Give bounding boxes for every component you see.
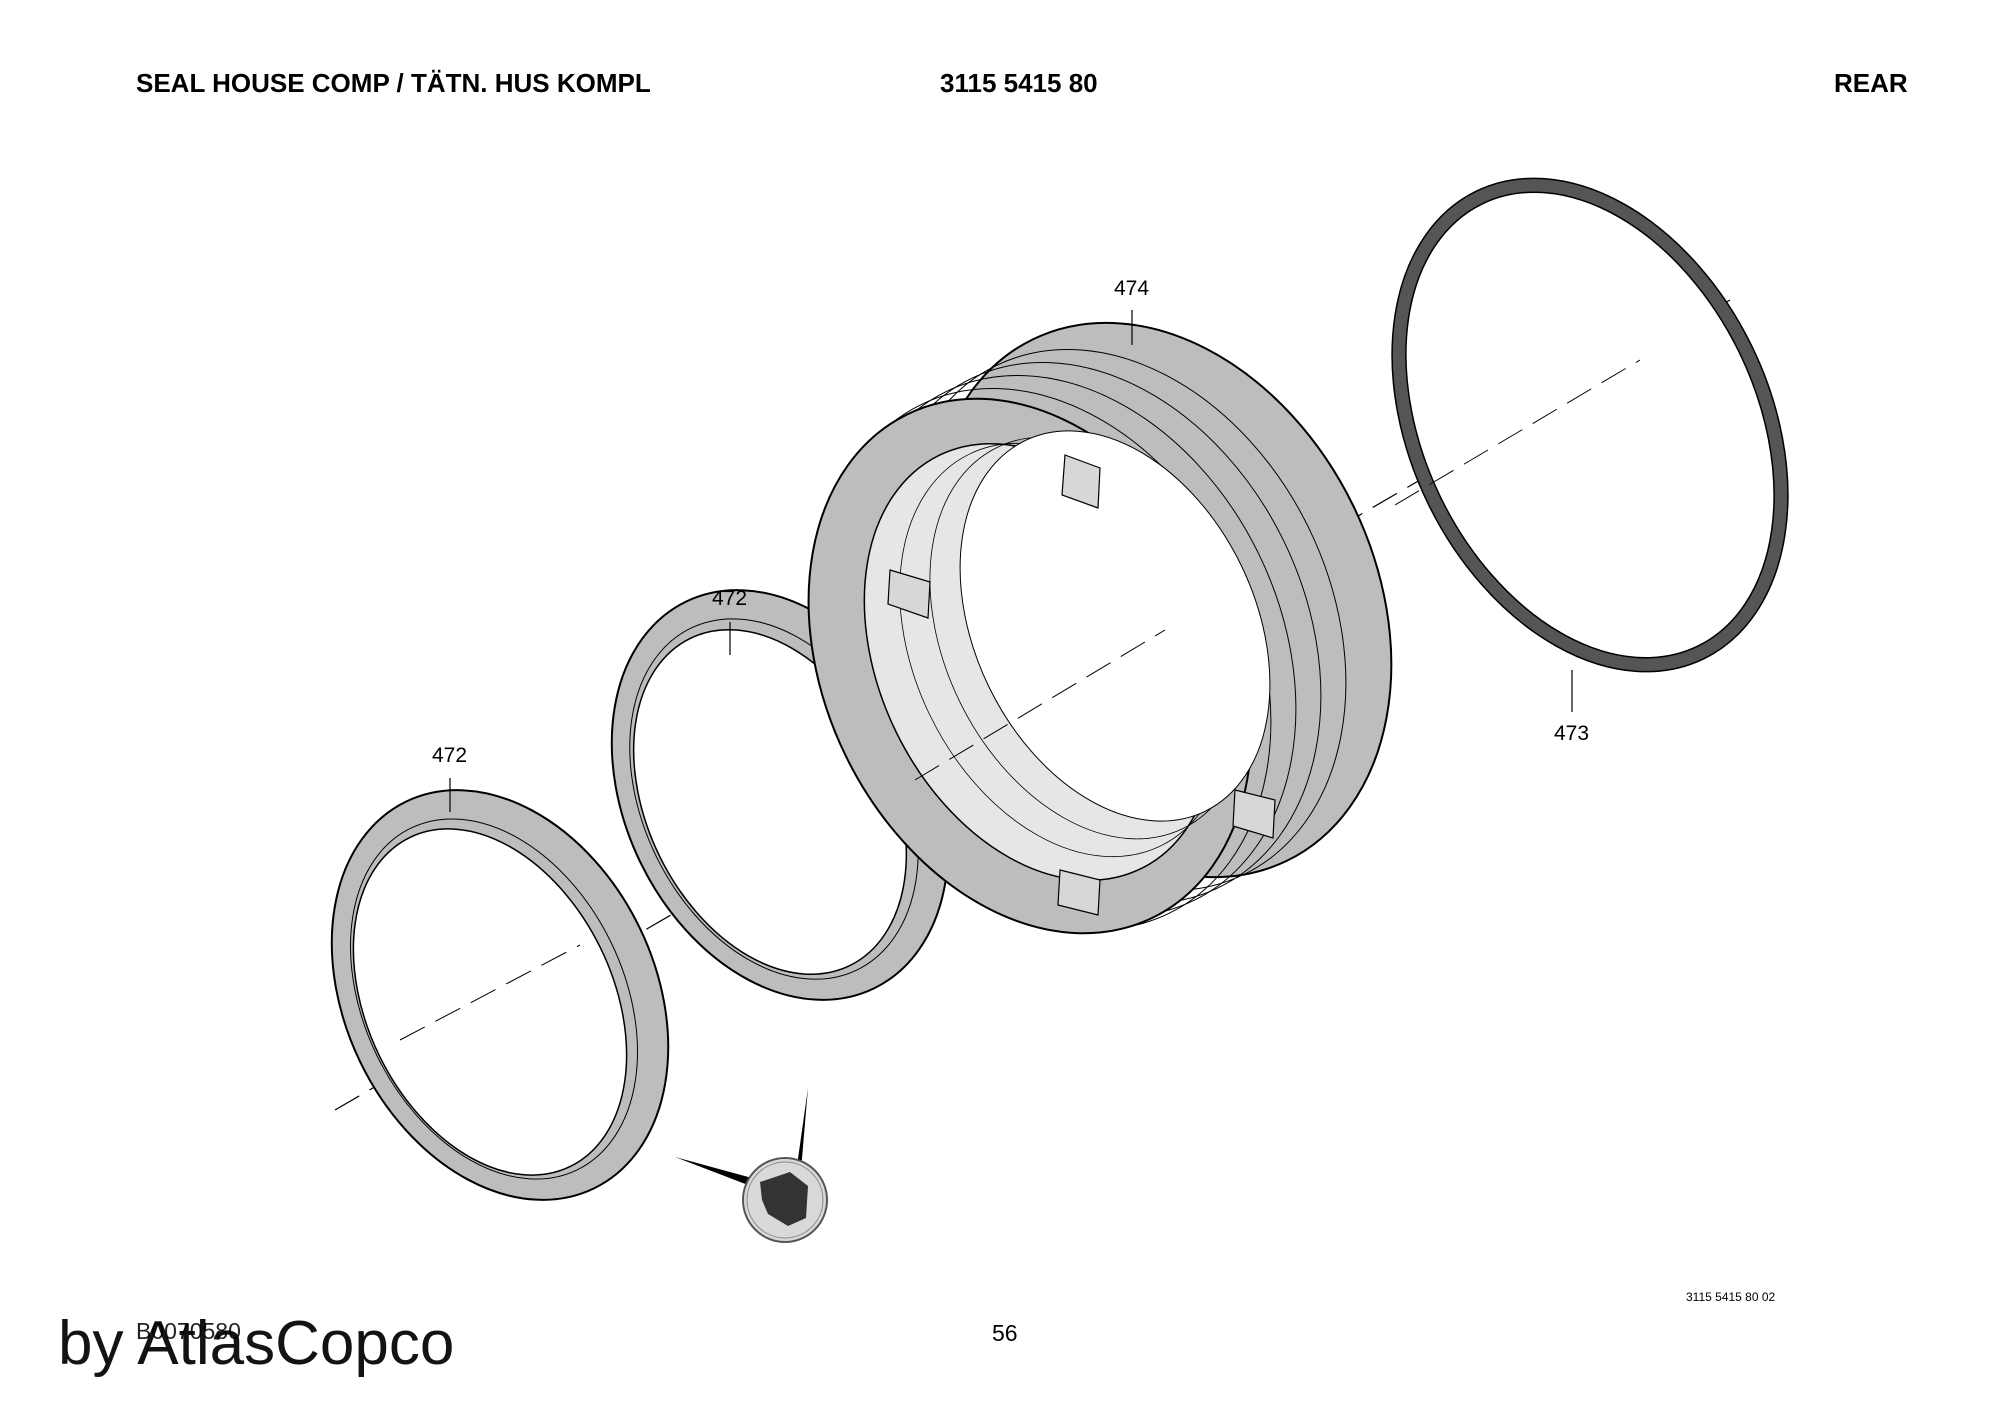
watermark: by AtlasCopco [58, 1309, 455, 1378]
document-number: B0070580 [136, 1318, 241, 1344]
callout-473: 473 [1554, 722, 1589, 745]
callout-474: 474 [1114, 277, 1149, 300]
seal-ring-front [330, 789, 670, 1201]
callout-472-rear: 472 [712, 587, 747, 610]
seal-house [807, 321, 1393, 935]
part-number: 3115 5415 80 [940, 68, 1098, 98]
position-label: REAR [1834, 68, 1908, 98]
page-number: 56 [992, 1320, 1018, 1346]
page-title: SEAL HOUSE COMP / TÄTN. HUS KOMPL [136, 68, 651, 98]
press-fit-tool-icon [675, 1088, 828, 1243]
drawing-id: 3115 5415 80 02 [1686, 1290, 1776, 1304]
callout-472-front: 472 [432, 744, 467, 767]
o-ring [1391, 177, 1789, 673]
